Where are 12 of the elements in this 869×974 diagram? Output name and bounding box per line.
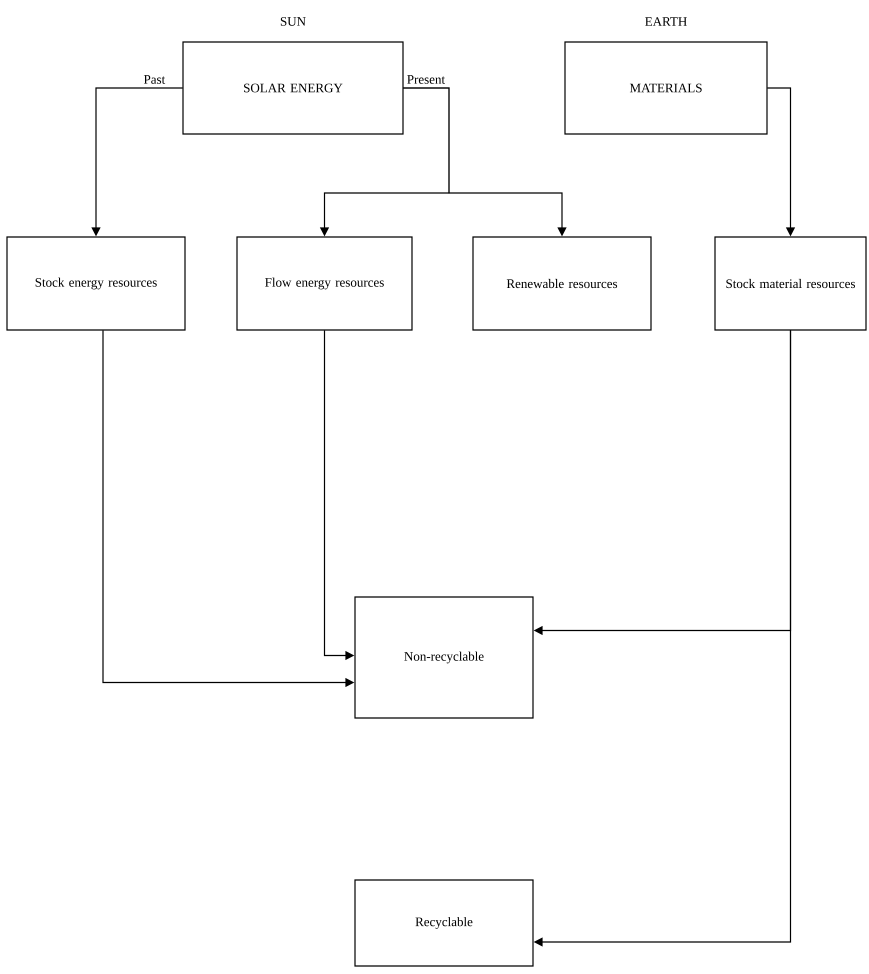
- heading: SUN: [280, 17, 306, 26]
- process-box: SOLAR ENERGY: [182, 41, 404, 135]
- process-box: Stock material resources: [714, 236, 867, 331]
- process-box: MATERIALS: [564, 41, 768, 135]
- process-box: Non-recyclable: [354, 596, 534, 719]
- process-box: Recyclable: [354, 879, 534, 967]
- process-box: Renewable resources: [472, 236, 652, 331]
- process-box: Flow energy resources: [236, 236, 413, 331]
- heading: EARTH: [645, 17, 687, 26]
- edge-label: Past: [144, 75, 166, 84]
- process-box: Stock energy resources: [6, 236, 186, 331]
- edge-label: Present: [407, 75, 445, 84]
